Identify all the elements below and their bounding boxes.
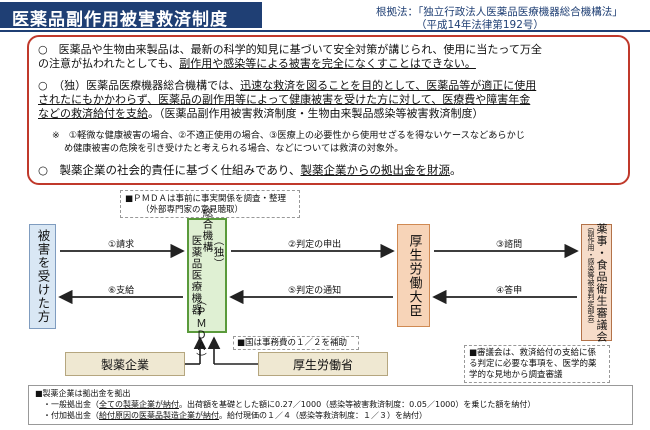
header-rule: [0, 30, 650, 32]
pmda-label: （独） 総合機構 医薬品医療機器: [190, 207, 225, 316]
council-name: 薬事・食品衛生審議会: [595, 222, 608, 343]
p2-line-c: などの救済給付を支給。（医薬品副作用被害救済制度・生物由来製品感染等被害救済制度…: [38, 107, 484, 120]
p3-underlined: 製薬企業からの拠出金を財源: [300, 163, 450, 177]
pmda-investigation-note: ■ＰＭＤＡは事前に事実関係を調査・整理 （外部専門家の意見聴取）: [120, 190, 300, 218]
council-node: 薬事・食品衛生審議会 （副作用・感染等被害判定部会）: [581, 222, 612, 343]
p1-line-a: ○ 医薬品や生物由来製品は、最新の科学的知見に基づいて安全対策が講じられ、使用に…: [38, 43, 542, 56]
p2-line-a: ○ （独）医薬品医療機器総合機構では、迅速な救済を図ることを目的として、医薬品等…: [38, 79, 537, 92]
government-node: 厚生労働省: [258, 352, 388, 376]
contribution-line-2: ・付加拠出金（給付原因の医薬品製造企業が納付。給付現価の１／４（感染等救済制度：…: [43, 411, 427, 420]
victim-node: 被害を受けた方: [29, 224, 56, 329]
label-notify: ⑤判定の通知: [288, 286, 342, 296]
summary-frame: [27, 35, 630, 185]
contribution-box: ■製薬企業は拠出金を拠出 ・一般拠出金（全ての製薬企業が納付。出荷額を基礎とした…: [28, 385, 633, 425]
label-report: ④答申: [496, 286, 523, 296]
pmda-abbrev: （ＰＭＤＡ）: [195, 295, 207, 364]
summary-paragraph-2: ○ （独）医薬品医療機器総合機構では、迅速な救済を図ることを目的として、医薬品等…: [38, 79, 623, 121]
label-request-judgment: ②判定の申出: [288, 240, 342, 250]
label-request: ①請求: [108, 240, 135, 250]
mhlw-node: 厚生労働大臣: [397, 224, 430, 327]
summary-paragraph-1: ○ 医薬品や生物由来製品は、最新の科学的知見に基づいて安全対策が講じられ、使用に…: [38, 43, 623, 71]
law-reference: 根拠法：「独立行政法人医薬品医療機器総合機構法」: [376, 6, 623, 18]
council-note: ■審議会は、救済給付の支給に係 る判定に必要な事項を、医学的薬 学的な見地から調…: [464, 345, 610, 383]
council-subcommittee: （副作用・感染等被害判定部会）: [587, 222, 595, 328]
contribution-heading: ■製薬企業は拠出金を拠出: [35, 389, 131, 398]
summary-paragraph-3: ○ 製薬企業の社会的責任に基づく仕組みであり、製薬企業からの拠出金を財源。: [38, 163, 462, 177]
exclusion-note: ※ ①軽微な健康被害の場合、②不適正使用の場合、③医療上の必要性から使用せざるを…: [52, 130, 525, 154]
page-title: 医薬品副作用被害救済制度: [12, 10, 228, 30]
p2-line-b: されたにもかかわらず、医薬品の副作用等によって健康被害を受けた方に対して、医療費…: [38, 93, 531, 106]
pmda-node: （独） 総合機構 医薬品医療機器: [187, 207, 227, 333]
label-consult: ③諮問: [496, 240, 523, 250]
pharma-company-node: 製薬企業: [65, 352, 185, 376]
label-payment: ⑥支給: [108, 286, 135, 296]
p1-underlined: 副作用や感染等による被害を完全になくすことはできない。: [179, 57, 476, 70]
title-bar: [0, 2, 262, 28]
p1-line-b: の注意が払われたとしても、副作用や感染等による被害を完全になくすことはできない。: [38, 57, 476, 70]
subsidy-note: ■国は事務費の１／２を補助: [233, 336, 359, 350]
contribution-line-1: ・一般拠出金（全ての製薬企業が納付。出荷額を基礎とした額に0.27／1000（感…: [43, 400, 536, 409]
law-number: （平成14年法律第192号）: [416, 19, 544, 31]
